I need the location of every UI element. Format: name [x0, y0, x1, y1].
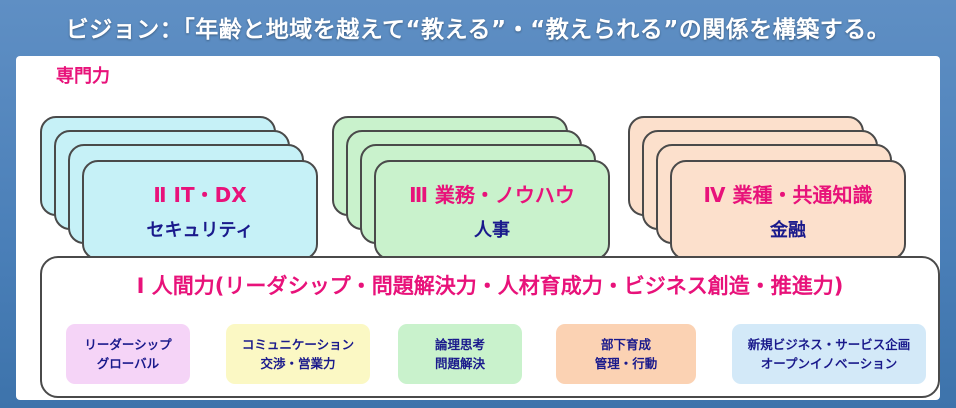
human-skills-title: Ⅰ 人間力(リーダシップ・問題解決力・人材育成力・ビジネス創造・推進力)	[136, 274, 844, 298]
expertise-label: 専門力	[56, 66, 110, 87]
chip-line: 論理思考	[434, 337, 485, 352]
chip-line: 新規ビジネス・サービス企画	[747, 337, 911, 352]
chip-line: 問題解決	[434, 356, 485, 371]
expertise-card-it-dx: Ⅱ IT・DX セキュリティ	[82, 160, 318, 260]
chip-line: グローバル	[96, 356, 160, 371]
card-title: Ⅲ 業務・ノウハウ	[409, 182, 575, 207]
human-skills-box: Ⅰ 人間力(リーダシップ・問題解決力・人材育成力・ビジネス創造・推進力) リーダ…	[40, 256, 940, 398]
skill-chip-communication: コミュニケーション 交渉・営業力	[226, 324, 370, 384]
skill-chip-leadership: リーダーシップ グローバル	[66, 324, 190, 384]
chip-line: 部下育成	[600, 337, 651, 352]
chip-line: オープンイノベーション	[760, 356, 898, 371]
expertise-card-industry: Ⅳ 業種・共通知識 金融	[670, 160, 906, 260]
skill-chip-management: 部下育成 管理・行動	[556, 324, 696, 384]
card-subtitle: 金融	[770, 219, 806, 241]
card-title: Ⅳ 業種・共通知識	[703, 182, 873, 207]
vision-title: ビジョン：「年齢と地域を越えて“教える”・“教えられる”の関係を構築する。	[65, 17, 891, 43]
chip-line: リーダーシップ	[84, 337, 172, 352]
skill-chip-innovation: 新規ビジネス・サービス企画 オープンイノベーション	[732, 324, 926, 384]
card-title: Ⅱ IT・DX	[153, 182, 247, 207]
chip-line: コミュニケーション	[241, 337, 355, 352]
card-subtitle: 人事	[474, 219, 510, 241]
card-subtitle: セキュリティ	[146, 219, 254, 241]
expertise-card-business: Ⅲ 業務・ノウハウ 人事	[374, 160, 610, 260]
content-panel: 専門力 Ⅱ IT・DX セキュリティ Ⅲ 業務・ノウハウ 人事 Ⅳ 業種・共通知…	[16, 56, 940, 400]
skill-chip-logic: 論理思考 問題解決	[398, 324, 522, 384]
chip-line: 交渉・営業力	[260, 356, 336, 371]
chip-line: 管理・行動	[594, 356, 658, 371]
